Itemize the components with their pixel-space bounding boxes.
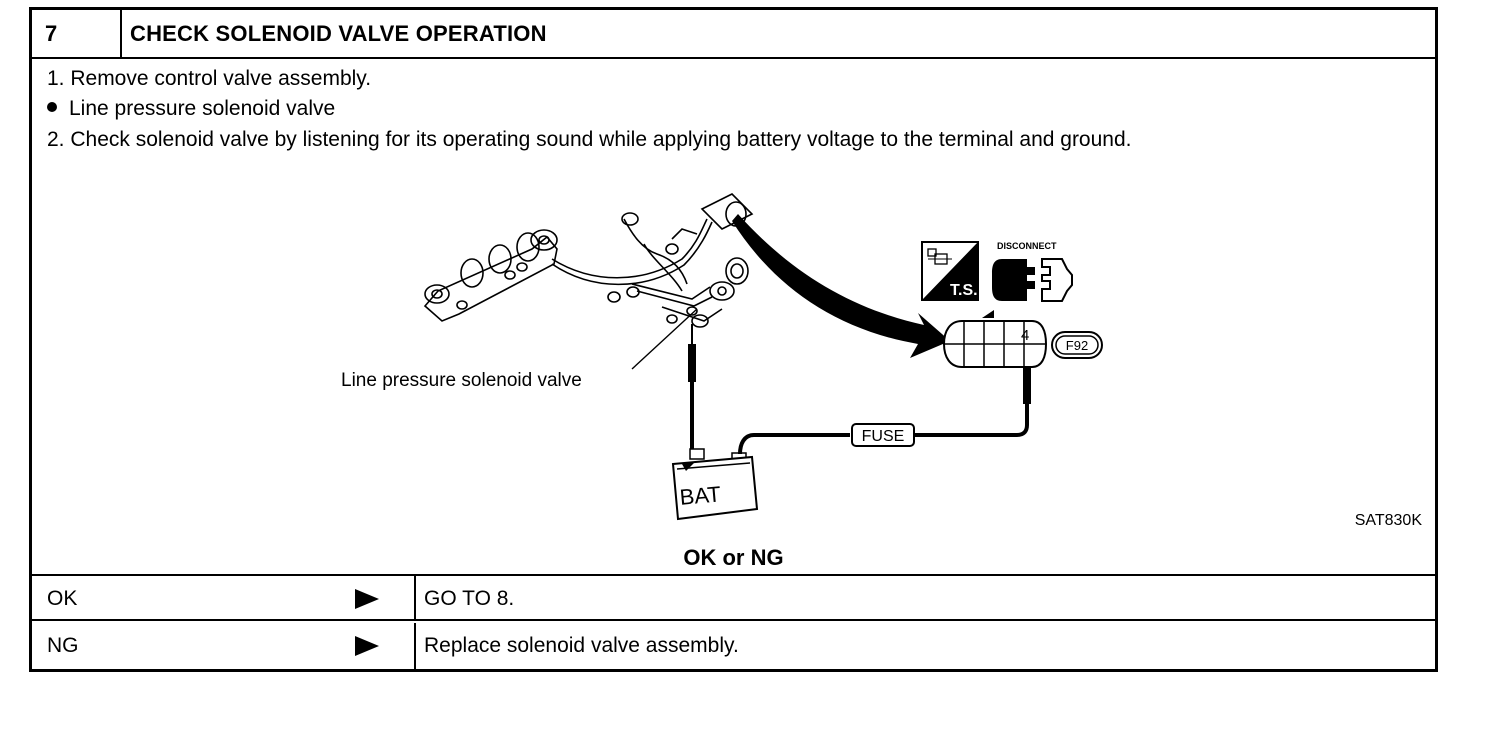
play-arrow-icon [355,636,379,656]
control-valve-illustration [423,193,754,328]
battery-icon: BAT [671,448,759,521]
step-body: 1. Remove control valve assembly. Line p… [32,59,1435,576]
result-row-ng: NG Replace solenoid valve assembly. [32,623,1435,669]
fuse-label: FUSE [862,428,905,445]
figure-code: SAT830K [1355,512,1423,529]
result-row-ok: OK GO TO 8. [32,576,1435,621]
ts-icon: T.S. [921,241,979,301]
result-label: NG [47,634,79,657]
solenoid-test-diagram: Line pressure solenoid valve BAT FUSE [341,193,1423,529]
step-title: CHECK SOLENOID VALVE OPERATION [130,21,547,46]
step-header: 7 CHECK SOLENOID VALVE OPERATION [32,10,1435,59]
instruction-step-2: 2. Check solenoid valve by listening for… [47,128,1132,151]
inspection-table: 7 CHECK SOLENOID VALVE OPERATION 1. Remo… [29,7,1438,672]
result-action: Replace solenoid valve assembly. [424,634,739,657]
positive-wire [738,433,850,455]
instruction-bullet-text: Line pressure solenoid valve [69,97,336,120]
connector-probe [1023,364,1031,404]
result-label: OK [47,587,78,610]
battery-label: BAT [679,481,722,509]
connector-id: F92 [1066,338,1088,353]
step-number: 7 [32,10,122,57]
direction-arrow-icon [732,214,950,358]
disconnect-icon: DISCONNECT [992,241,1073,302]
column-divider [414,576,416,619]
play-arrow-icon [355,589,379,609]
disconnect-label: DISCONNECT [997,241,1057,251]
result-prompt: OK or NG [683,545,784,570]
instruction-step-1: 1. Remove control valve assembly. [47,67,372,90]
ts-label: T.S. [950,282,978,299]
connector-face: 4 F92 [942,310,1103,368]
bullet-icon [47,102,57,113]
instruction-bullet: Line pressure solenoid valve [47,97,335,121]
solenoid-label: Line pressure solenoid valve [341,370,582,391]
result-action: GO TO 8. [424,587,515,610]
solenoid-wire [688,324,696,454]
terminal-number: 4 [1021,327,1029,344]
solenoid-leader-line [631,308,698,370]
column-divider [414,623,416,669]
